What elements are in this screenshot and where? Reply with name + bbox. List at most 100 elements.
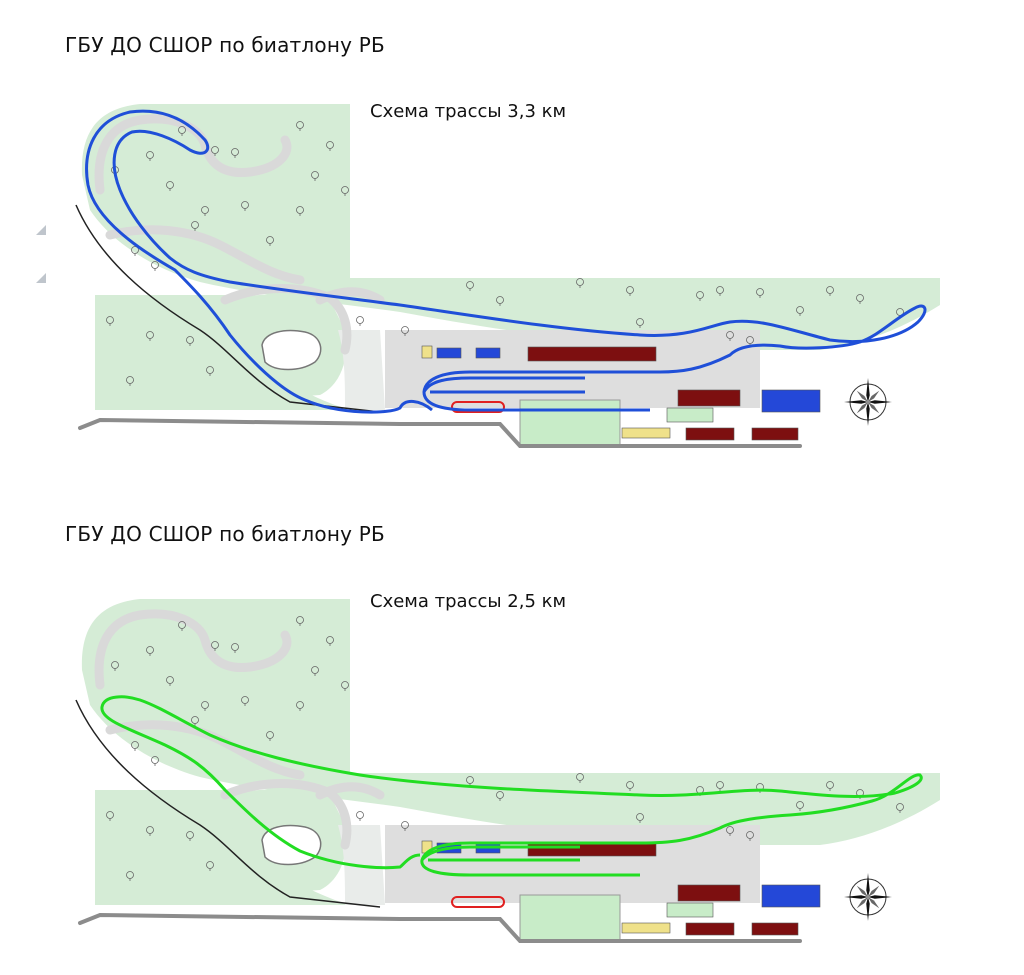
tree-icon [231, 148, 239, 158]
tree-icon [131, 741, 139, 751]
tree-icon [241, 696, 249, 706]
tree-icon [206, 366, 214, 376]
tree-icon [166, 181, 174, 191]
building [475, 347, 501, 359]
building [761, 884, 821, 908]
tree-icon [296, 616, 304, 626]
tree-icon [131, 246, 139, 256]
building [666, 902, 714, 918]
compass-rose-icon [844, 378, 892, 426]
track-map [75, 104, 940, 448]
tree-icon [341, 681, 349, 691]
tree-icon [626, 781, 634, 791]
tree-icon [626, 286, 634, 296]
tree-icon [466, 281, 474, 291]
tree-icon [796, 801, 804, 811]
tree-icon [356, 811, 364, 821]
tree-icon [826, 286, 834, 296]
tree-icon [496, 791, 504, 801]
ski-path [94, 609, 292, 690]
tree-icon [726, 826, 734, 836]
building [527, 346, 657, 362]
tree-icon [178, 126, 186, 136]
route-3-3km-line [85, 109, 927, 414]
tree-icon [126, 376, 134, 386]
tree-icon [311, 171, 319, 181]
tree-icon [151, 261, 159, 271]
tree-icon [241, 201, 249, 211]
tree-icon [106, 316, 114, 326]
ski-path [315, 782, 385, 800]
tree-icon [146, 331, 154, 341]
tree-icon [826, 781, 834, 791]
building [666, 407, 714, 423]
tree-icon [576, 278, 584, 288]
tree-icon [326, 636, 334, 646]
tree-icon [201, 206, 209, 216]
running-oval [451, 401, 505, 413]
tree-icon [296, 701, 304, 711]
tree-icon [496, 296, 504, 306]
tree-icon [341, 186, 349, 196]
compass-rose-icon [844, 873, 892, 921]
tree-icon [111, 661, 119, 671]
tree-icon [326, 141, 334, 151]
tree-icon [146, 151, 154, 161]
org-title: ГБУ ДО СШОР по биатлону РБ [65, 33, 385, 57]
running-oval [451, 896, 505, 908]
tree-icon [191, 221, 199, 231]
tree-icon [126, 871, 134, 881]
plaza [338, 330, 385, 410]
track-map [75, 599, 940, 943]
building [436, 347, 462, 359]
building [685, 922, 735, 936]
tree-icon [106, 811, 114, 821]
road [78, 912, 802, 943]
tree-icon [311, 666, 319, 676]
tree-icon [636, 318, 644, 328]
ski-path [315, 287, 385, 305]
scheme-title: Схема трассы 3,3 км [370, 101, 567, 122]
building [621, 427, 671, 439]
scroll-marker-down-icon[interactable] [36, 273, 46, 283]
tree-icon [266, 236, 274, 246]
org-title: ГБУ ДО СШОР по биатлону РБ [65, 522, 385, 546]
tree-icon [211, 641, 219, 651]
building [677, 884, 741, 902]
tree-icon [211, 146, 219, 156]
tree-icon [266, 731, 274, 741]
tree-icon [401, 326, 409, 336]
tree-icon [146, 646, 154, 656]
boundary-line [75, 699, 381, 908]
tree-icon [746, 831, 754, 841]
tree-icon [726, 331, 734, 341]
building [751, 922, 799, 936]
tree-icon [576, 773, 584, 783]
building [761, 389, 821, 413]
tree-icon [166, 676, 174, 686]
tree-icon [151, 756, 159, 766]
tree-icon [856, 294, 864, 304]
map-panel-2-5km: ГБУ ДО СШОР по биатлону РБ Схема трассы … [0, 495, 1024, 975]
tree-icon [296, 206, 304, 216]
boundary-line [75, 204, 381, 413]
tree-icon [231, 643, 239, 653]
building [621, 922, 671, 934]
tree-icon [186, 336, 194, 346]
lake-icon [261, 329, 322, 371]
scheme-title: Схема трассы 2,5 км [370, 591, 567, 612]
tree-icon [756, 288, 764, 298]
building [751, 427, 799, 441]
tree-icon [146, 826, 154, 836]
stadium-field [519, 399, 621, 446]
tree-icon [716, 781, 724, 791]
tree-icon [201, 701, 209, 711]
building [421, 345, 433, 359]
tree-icon [296, 121, 304, 131]
scroll-marker-up-icon[interactable] [36, 225, 46, 235]
building [685, 427, 735, 441]
ski-path [94, 114, 292, 195]
building [677, 389, 741, 407]
map-panel-3-3km: ГБУ ДО СШОР по биатлону РБ Схема трассы … [0, 0, 1024, 480]
tree-icon [896, 803, 904, 813]
